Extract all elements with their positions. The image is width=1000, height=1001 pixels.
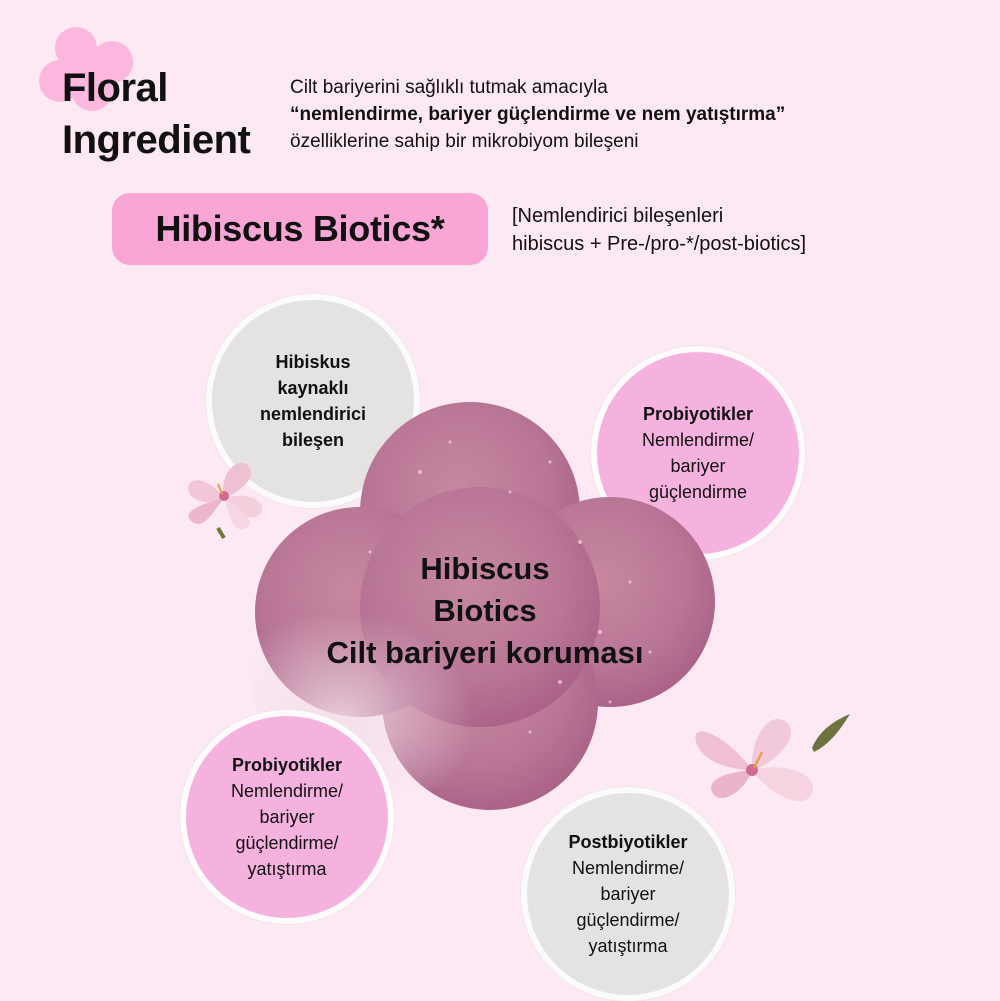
circle-line: yatıştırma <box>588 936 668 956</box>
note-line-1: [Nemlendirici bileşenleri <box>512 205 724 227</box>
circle-title: Probiyotikler <box>231 755 343 775</box>
intro-line-2: “nemlendirme, bariyer güçlendirme ve nem… <box>290 104 786 125</box>
circle-line: yatıştırma <box>247 859 327 879</box>
circle-line: kaynaklı <box>277 378 349 398</box>
circle-line: bileşen <box>281 430 345 450</box>
center-heading: Hibiscus Biotics Cilt bariyeri koruması <box>250 548 720 674</box>
circle-line: bariyer <box>259 807 315 827</box>
ingredient-name-badge: Hibiscus Biotics* <box>112 193 488 265</box>
intro-line-1: Cilt bariyerini sağlıklı tutmak amacıyla <box>290 77 608 98</box>
circle-line: nemlendirici <box>259 404 367 424</box>
circle-postbiotics: Postbiyotikler Nemlendirme/ bariyer güçl… <box>521 787 735 1001</box>
circle-line: Hibiskus <box>275 352 351 372</box>
circle-line: bariyer <box>670 456 726 476</box>
intro-text: Cilt bariyerini sağlıklı tutmak amacıyla… <box>290 74 785 155</box>
intro-line-3: özelliklerine sahip bir mikrobiyom bileş… <box>290 131 639 152</box>
circle-line: güçlendirme/ <box>576 910 680 930</box>
title-line-1: Floral <box>62 66 168 110</box>
center-line-1: Hibiscus <box>420 551 550 586</box>
circle-line: güçlendirme <box>648 482 748 502</box>
circle-title: Probiyotikler <box>642 404 754 424</box>
circle-line: Nemlendirme/ <box>230 781 344 801</box>
note-line-2: hibiscus + Pre-/pro-*/post-biotics] <box>512 233 807 255</box>
hibiscus-petal-icon <box>695 714 850 801</box>
title-line-2: Ingredient <box>62 118 251 162</box>
circle-line: Nemlendirme/ <box>571 858 685 878</box>
circle-title: Postbiyotikler <box>568 832 688 852</box>
ingredient-note: [Nemlendirici bileşenleri hibiscus + Pre… <box>512 202 806 258</box>
circle-line: bariyer <box>600 884 656 904</box>
circle-line: Nemlendirme/ <box>641 430 755 450</box>
center-line-3: Cilt bariyeri koruması <box>326 635 644 670</box>
hibiscus-petal-icon <box>188 462 263 540</box>
center-line-2: Biotics <box>433 593 537 628</box>
circle-probiotics-bottom: Probiyotikler Nemlendirme/ bariyer güçle… <box>180 710 394 924</box>
ingredient-name: Hibiscus Biotics* <box>155 208 445 249</box>
circle-line: güçlendirme/ <box>235 833 339 853</box>
page-title: Floral Ingredient <box>62 62 251 166</box>
flower-logo-icon <box>39 27 133 111</box>
